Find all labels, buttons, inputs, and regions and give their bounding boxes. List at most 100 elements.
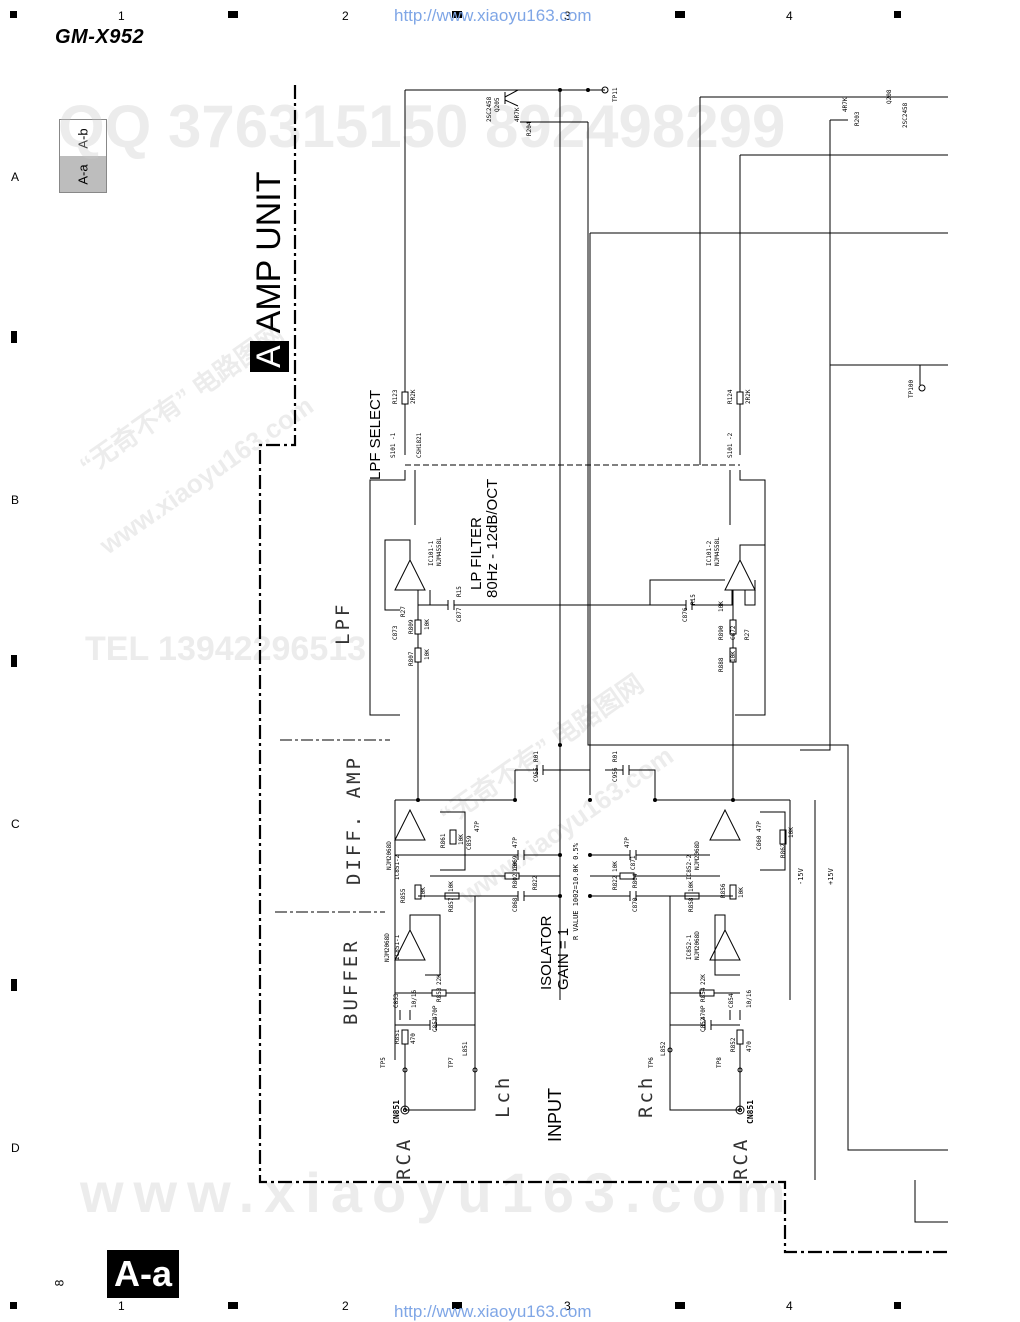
r203-label: R203 <box>854 111 861 126</box>
r888-val-label: 10K <box>730 651 737 662</box>
r853-label: R853 <box>436 987 443 1002</box>
ruler-mark <box>452 1302 462 1309</box>
s101-1-label: S101 -1 <box>390 432 397 458</box>
c877-label: C877 <box>456 607 463 622</box>
lch-label: Lch <box>492 1074 514 1118</box>
r124-label: R124 <box>727 389 734 404</box>
c876-label: C876 <box>682 607 689 622</box>
header-url[interactable]: http://www.xiaoyu163.com <box>394 6 592 25</box>
r809-label: R809 <box>408 619 415 634</box>
q205-label: Q205 <box>494 97 501 112</box>
r858-label: R858 <box>688 897 695 912</box>
r-value-note: R VALUE 1002=10.0K 0.5% <box>572 843 580 940</box>
op-type-label: NJM2068D <box>386 841 393 870</box>
c868-label: C868 <box>512 897 519 912</box>
r01-label: R01 <box>533 751 540 762</box>
c870-label: C870 <box>632 897 639 912</box>
r804-label: R804 <box>632 873 639 888</box>
ic101-1-type-label: NJM4558L <box>436 537 443 566</box>
r854-label: R854 <box>700 987 707 1002</box>
r124-val-label: 2R2K <box>745 389 752 404</box>
l852-label: L852 <box>660 1041 667 1056</box>
column-number-4: 4 <box>786 9 793 23</box>
r802-label: R802 <box>512 873 519 888</box>
op-type-b-label: NJM2068D <box>694 841 701 870</box>
plus-15v-label: +15V <box>827 868 835 885</box>
c859-val-label: 47P <box>474 821 481 832</box>
c871-label: C871 <box>630 855 637 870</box>
r203-val-label: 4R7K <box>842 97 849 112</box>
r802-val-label: 10K <box>512 861 519 872</box>
r862-val-label: 10K <box>788 827 795 838</box>
sheet-tabs: A-b A-a <box>59 119 107 193</box>
c859-label: C859 <box>466 835 473 850</box>
tab-a-b[interactable]: A-b <box>60 120 106 156</box>
r856-label: R856 <box>720 883 727 898</box>
r862-label: R862 <box>780 843 787 858</box>
r123-label: R123 <box>392 389 399 404</box>
rch-label: Rch <box>635 1074 657 1118</box>
r861-label: R861 <box>440 833 447 848</box>
row-letter-a: A <box>11 170 20 184</box>
c860-val-label: 47P <box>756 821 763 832</box>
c851-label: C851 <box>432 1017 439 1032</box>
r890-label: R890 <box>718 625 725 640</box>
ruler-mark <box>228 1302 238 1309</box>
sheet-badge: A-a <box>107 1250 179 1298</box>
tp11-label: TP11 <box>612 87 619 102</box>
r204-val-label: 4R7K <box>514 107 521 122</box>
r822-b-label: R822 <box>612 875 619 890</box>
r204-label: R204 <box>526 121 533 136</box>
q205-type-label: 2SC2458 <box>486 96 493 122</box>
c871-val-label: 47P <box>624 837 631 848</box>
ic101-1-label: IC101-1 <box>428 540 435 566</box>
c853-label: C853 <box>393 993 400 1008</box>
tp7-label: TP7 <box>448 1057 455 1068</box>
l851-label: L851 <box>462 1041 469 1056</box>
ruler-mark <box>228 11 238 18</box>
r822-label: R822 <box>532 875 539 890</box>
c860-label: C860 <box>756 835 763 850</box>
tp100-label: TP100 <box>908 379 915 398</box>
lpf-block-label: LPF <box>332 601 354 645</box>
row-letter-c: C <box>11 817 20 831</box>
r856-val-label: 10K <box>738 887 745 898</box>
tab-a-a[interactable]: A-a <box>60 156 106 192</box>
side-mark <box>11 655 17 667</box>
side-mark <box>11 979 17 991</box>
r855-label: R855 <box>400 888 407 903</box>
model-name: GM-X952 <box>55 26 145 48</box>
r807-val-label: 10K <box>424 649 431 660</box>
isolator-label: ISOLATOR <box>538 915 555 990</box>
r858-val-label: 10K <box>688 881 695 892</box>
csh1821-label: CSH1821 <box>416 432 423 458</box>
diff-amp-block-label: DIFF. AMP <box>343 755 365 885</box>
ruler-mark <box>675 1302 685 1309</box>
r888-label: R888 <box>718 657 725 672</box>
r857-label: R857 <box>448 897 455 912</box>
footer-url[interactable]: http://www.xiaoyu163.com <box>394 1302 592 1321</box>
r01-b-label: R01 <box>612 751 619 762</box>
r27-b-label: R27 <box>744 629 751 640</box>
section-title: AAMP UNIT <box>250 171 289 372</box>
r861-val-label: 10K <box>458 834 465 845</box>
tp8-label: TP8 <box>716 1057 723 1068</box>
row-letter-d: D <box>11 1141 20 1155</box>
op-type-d-label: NJM2068D <box>694 931 701 960</box>
column-number-1: 1 <box>118 9 125 23</box>
column-number-3-bottom: 3 <box>564 1299 571 1313</box>
lp-filter-spec-label: 80Hz - 12dB/OCT <box>484 478 501 598</box>
r852-label: R852 <box>730 1037 737 1052</box>
column-number-2-bottom: 2 <box>342 1299 349 1313</box>
rca-right-label: RCA <box>730 1136 752 1180</box>
column-number-4-bottom: 4 <box>786 1299 793 1313</box>
c872-label: C872 <box>730 625 737 640</box>
s101-2-label: S101 -2 <box>727 432 734 458</box>
input-label: INPUT <box>545 1088 565 1142</box>
ruler-mark <box>452 11 462 18</box>
op-type-c-label: NJM2068D <box>384 933 391 962</box>
ic101-2-type-label: NJM4558L <box>714 537 721 566</box>
r807-label: R807 <box>408 651 415 666</box>
r804-val-label: 10K <box>612 861 619 872</box>
corner-mark-bottom-right <box>894 1302 901 1309</box>
